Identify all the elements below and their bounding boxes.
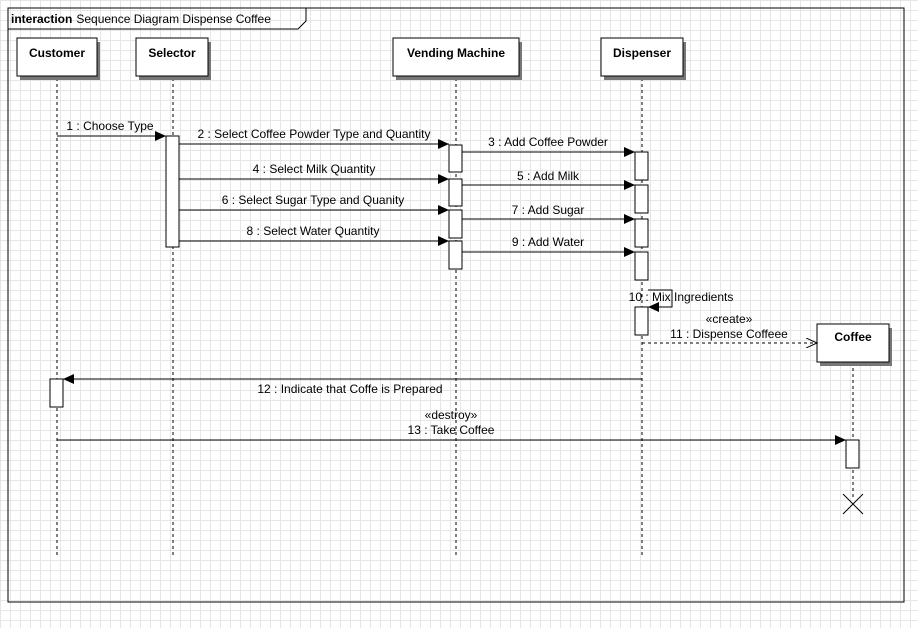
- frame-name: Sequence Diagram Dispense Coffee: [76, 12, 271, 26]
- activation-dispenser-1: [634, 151, 649, 181]
- interaction-frame: interaction Sequence Diagram Dispense Cof…: [7, 7, 905, 603]
- message-label-12: 12 : Indicate that Coffe is Prepared: [257, 382, 442, 396]
- lifeline-label-dispenser: Dispenser: [613, 46, 671, 60]
- message-label-4: 4 : Select Milk Quantity: [253, 162, 376, 176]
- message-11-create[interactable]: «create» 11 : Dispense Coffeee: [642, 312, 817, 343]
- activation-dispenser-2: [634, 184, 649, 214]
- frame-keyword: interaction: [11, 12, 72, 26]
- message-label-2: 2 : Select Coffee Powder Type and Quanti…: [197, 127, 430, 141]
- message-12[interactable]: 12 : Indicate that Coffe is Prepared: [63, 374, 642, 396]
- activation-coffee: [845, 439, 860, 469]
- message-9[interactable]: 9 : Add Water: [462, 235, 635, 257]
- message-7[interactable]: 7 : Add Sugar: [462, 203, 635, 224]
- message-3[interactable]: 3 : Add Coffee Powder: [462, 135, 635, 157]
- message-label-7: 7 : Add Sugar: [512, 203, 585, 217]
- message-label-10: 10 : Mix Ingredients: [629, 290, 734, 304]
- message-8[interactable]: 8 : Select Water Quantity: [179, 224, 449, 246]
- activation-vending-4: [448, 240, 463, 270]
- message-4[interactable]: 4 : Select Milk Quantity: [179, 162, 449, 184]
- destroy-x-icon: [842, 493, 864, 515]
- message-1[interactable]: 1 : Choose Type: [57, 119, 166, 141]
- lifeline-head-selector[interactable]: Selector: [135, 37, 211, 80]
- activation-bars: [49, 135, 860, 469]
- lifeline-label-customer: Customer: [29, 46, 85, 60]
- message-5[interactable]: 5 : Add Milk: [462, 169, 635, 190]
- message-stereotype-13: «destroy»: [425, 408, 478, 422]
- frame-name-tab: [8, 8, 307, 30]
- message-10-self[interactable]: 10 : Mix Ingredients: [629, 289, 734, 312]
- message-label-6: 6 : Select Sugar Type and Quanity: [222, 193, 405, 207]
- lifeline-head-vending[interactable]: Vending Machine: [392, 37, 522, 80]
- lifeline-label-selector: Selector: [148, 46, 196, 60]
- message-13-destroy[interactable]: «destroy» 13 : Take Coffee: [57, 408, 846, 445]
- message-label-3: 3 : Add Coffee Powder: [488, 135, 608, 149]
- message-label-9: 9 : Add Water: [512, 235, 584, 249]
- lifeline-label-vending: Vending Machine: [407, 46, 505, 60]
- lifeline-heads: Customer Selector Vending Machine Dispen…: [16, 37, 892, 366]
- lifeline-head-customer[interactable]: Customer: [16, 37, 100, 80]
- message-stereotype-11: «create»: [706, 312, 753, 326]
- lifeline-label-coffee: Coffee: [834, 330, 872, 344]
- lifeline-head-coffee[interactable]: Coffee: [816, 323, 892, 366]
- message-label-13: 13 : Take Coffee: [408, 423, 495, 437]
- activation-dispenser-4: [634, 251, 649, 281]
- message-label-11: 11 : Dispense Coffeee: [670, 327, 788, 341]
- activation-vending-2: [448, 178, 463, 207]
- message-label-5: 5 : Add Milk: [517, 169, 580, 183]
- activation-dispenser-5: [634, 306, 649, 336]
- activation-selector: [165, 135, 180, 248]
- message-label-8: 8 : Select Water Quantity: [247, 224, 380, 238]
- message-label-1: 1 : Choose Type: [66, 119, 153, 133]
- activation-customer: [49, 378, 64, 408]
- messages: 1 : Choose Type 2 : Select Coffee Powder…: [57, 119, 846, 445]
- activation-vending-1: [448, 144, 463, 173]
- lifeline-head-dispenser[interactable]: Dispenser: [600, 37, 686, 80]
- message-6[interactable]: 6 : Select Sugar Type and Quanity: [179, 193, 449, 215]
- activation-vending-3: [448, 209, 463, 239]
- frame-title: interaction Sequence Diagram Dispense Cof…: [11, 12, 271, 26]
- activation-dispenser-3: [634, 218, 649, 248]
- message-2[interactable]: 2 : Select Coffee Powder Type and Quanti…: [179, 127, 449, 149]
